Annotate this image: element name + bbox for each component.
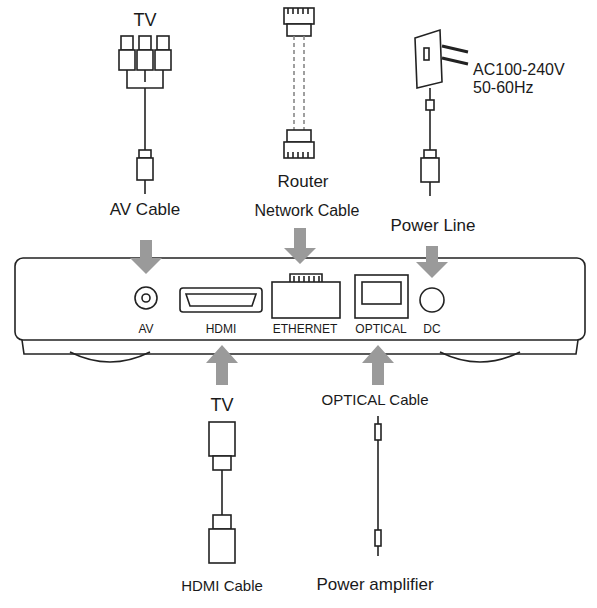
port-name: DC xyxy=(423,323,440,337)
box-body xyxy=(15,258,585,362)
connection-label: Router xyxy=(277,172,328,192)
power-spec: AC100-240V 50-60Hz xyxy=(473,61,583,98)
rca-plugs xyxy=(119,36,171,194)
cable-label: AV Cable xyxy=(110,200,181,220)
cable-label: HDMI Cable xyxy=(181,577,263,594)
connection-label: TV xyxy=(133,10,156,31)
power-adapter xyxy=(415,30,468,196)
port-name: HDMI xyxy=(206,323,237,337)
cable-label: Network Cable xyxy=(255,202,360,220)
connection-label: TV xyxy=(210,395,233,416)
optical-cable xyxy=(375,416,381,556)
port-name: AV xyxy=(138,323,153,337)
port-name: ETHERNET xyxy=(273,323,338,337)
cable-label: Power Line xyxy=(390,216,475,236)
cable-label: OPTICAL Cable xyxy=(322,391,429,408)
port-name: OPTICAL xyxy=(355,323,406,337)
hdmi-cable xyxy=(209,422,235,563)
network-cable xyxy=(284,8,314,158)
direction-arrows xyxy=(130,228,448,385)
connection-label: Power amplifier xyxy=(316,575,433,595)
